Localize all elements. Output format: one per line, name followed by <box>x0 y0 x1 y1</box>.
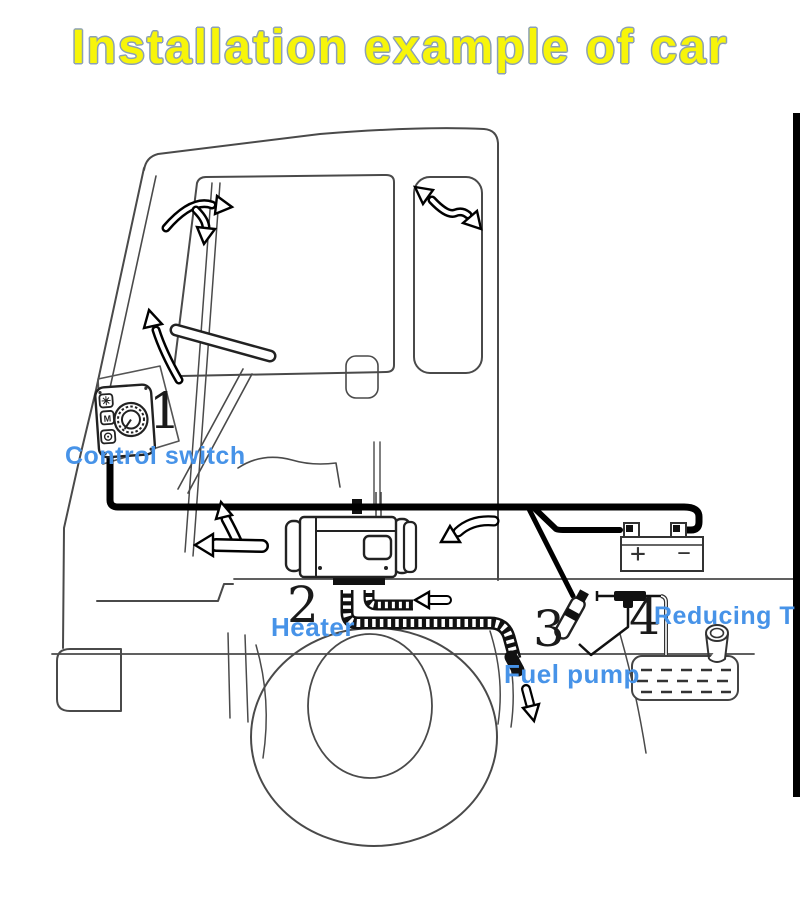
reducing-t-fitting <box>614 591 646 608</box>
label-control-switch: Control switch <box>65 442 246 470</box>
fan-icon <box>103 432 113 441</box>
exhaust-tip <box>504 650 525 677</box>
fuel-lines <box>578 591 668 690</box>
mode-button <box>99 410 115 426</box>
label-heater: Heater <box>271 612 355 642</box>
heater-unit <box>284 492 418 585</box>
knob-pointer <box>123 418 132 430</box>
page-title: Installation example of car <box>71 21 729 74</box>
right-edge-bar <box>793 113 800 797</box>
filler-neck <box>705 624 729 663</box>
callout-number-control-switch: 1 <box>149 382 181 440</box>
airflow-arrows <box>142 185 541 724</box>
wiring-harness <box>106 448 703 599</box>
callout-number-heater: 2 <box>287 576 319 634</box>
heater-control-box <box>362 534 393 561</box>
intake-curved-arrow <box>438 515 500 544</box>
mode-button-label: M <box>103 413 111 423</box>
battery-body <box>620 536 704 572</box>
battery-negative-sign: − <box>677 541 690 566</box>
label-fuel-pump: Fuel pump <box>504 659 640 689</box>
fuel-pump-wire <box>525 504 576 599</box>
defrost-arrow <box>161 193 235 247</box>
steering-wheel <box>169 323 277 363</box>
cabin-air-arrow <box>192 499 269 559</box>
fuel-level-dashes <box>637 668 733 694</box>
callout-number-fuel-pump: 3 <box>533 600 565 658</box>
snowflake-icon <box>101 396 111 406</box>
control-switch-panel: M <box>94 383 157 459</box>
exhaust-down-arrow <box>520 684 541 724</box>
rear-window-arrow <box>412 185 483 231</box>
windshield-up-arrow <box>142 307 184 385</box>
battery-positive-sign: + <box>630 539 646 569</box>
label-reducing-t: Reducing T <box>654 602 796 630</box>
callout-number-reducing-t: 4 <box>629 588 661 646</box>
battery: + − <box>620 522 704 572</box>
fuel-tank <box>631 624 739 701</box>
heater-mount-flange <box>333 576 385 585</box>
front-wheel <box>250 627 498 847</box>
exhaust-pipes <box>340 590 525 677</box>
fuel-pump-assembly <box>554 589 589 640</box>
exhaust-flow-arrow <box>412 589 452 611</box>
